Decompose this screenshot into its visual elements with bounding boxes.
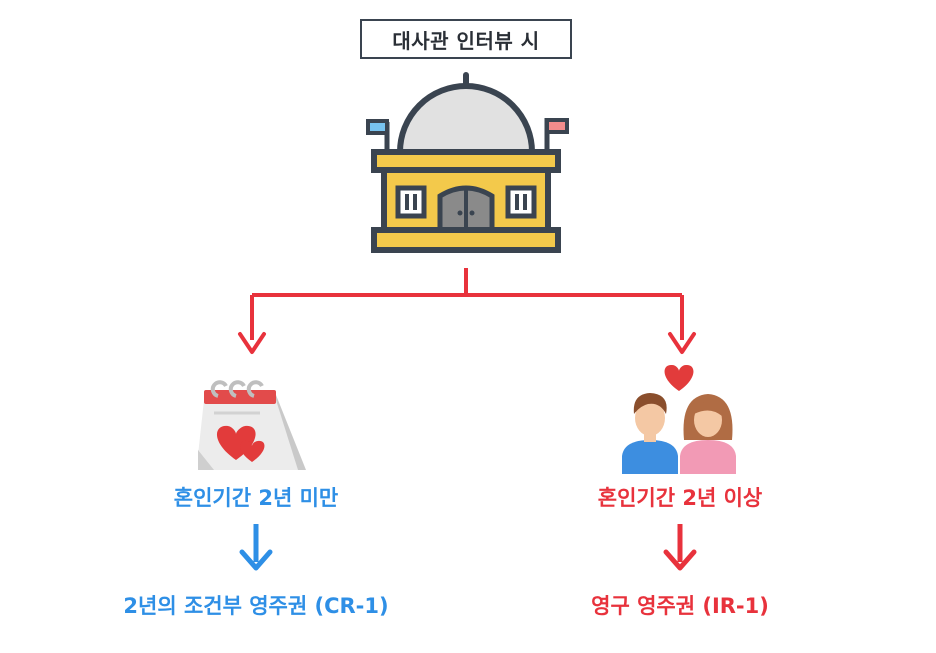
embassy-building-icon [366,72,569,253]
couple-heart-icon [622,364,736,474]
right-result-label: 영구 영주권 (IR-1) [591,594,769,618]
branch-connector [250,268,684,340]
right-condition-label: 혼인기간 2년 이상 [597,486,763,510]
left-result-arrow-icon [239,524,273,571]
left-result-label: 2년의 조건부 영주권 (CR-1) [123,594,389,618]
left-condition-label: 혼인기간 2년 미만 [173,486,339,510]
calendar-hearts-icon [198,380,306,470]
left-branch-arrow-icon [238,332,266,354]
right-result-arrow-icon [663,524,697,571]
interview-title: 대사관 인터뷰 시 [360,19,572,59]
right-branch-arrow-icon [668,332,696,354]
